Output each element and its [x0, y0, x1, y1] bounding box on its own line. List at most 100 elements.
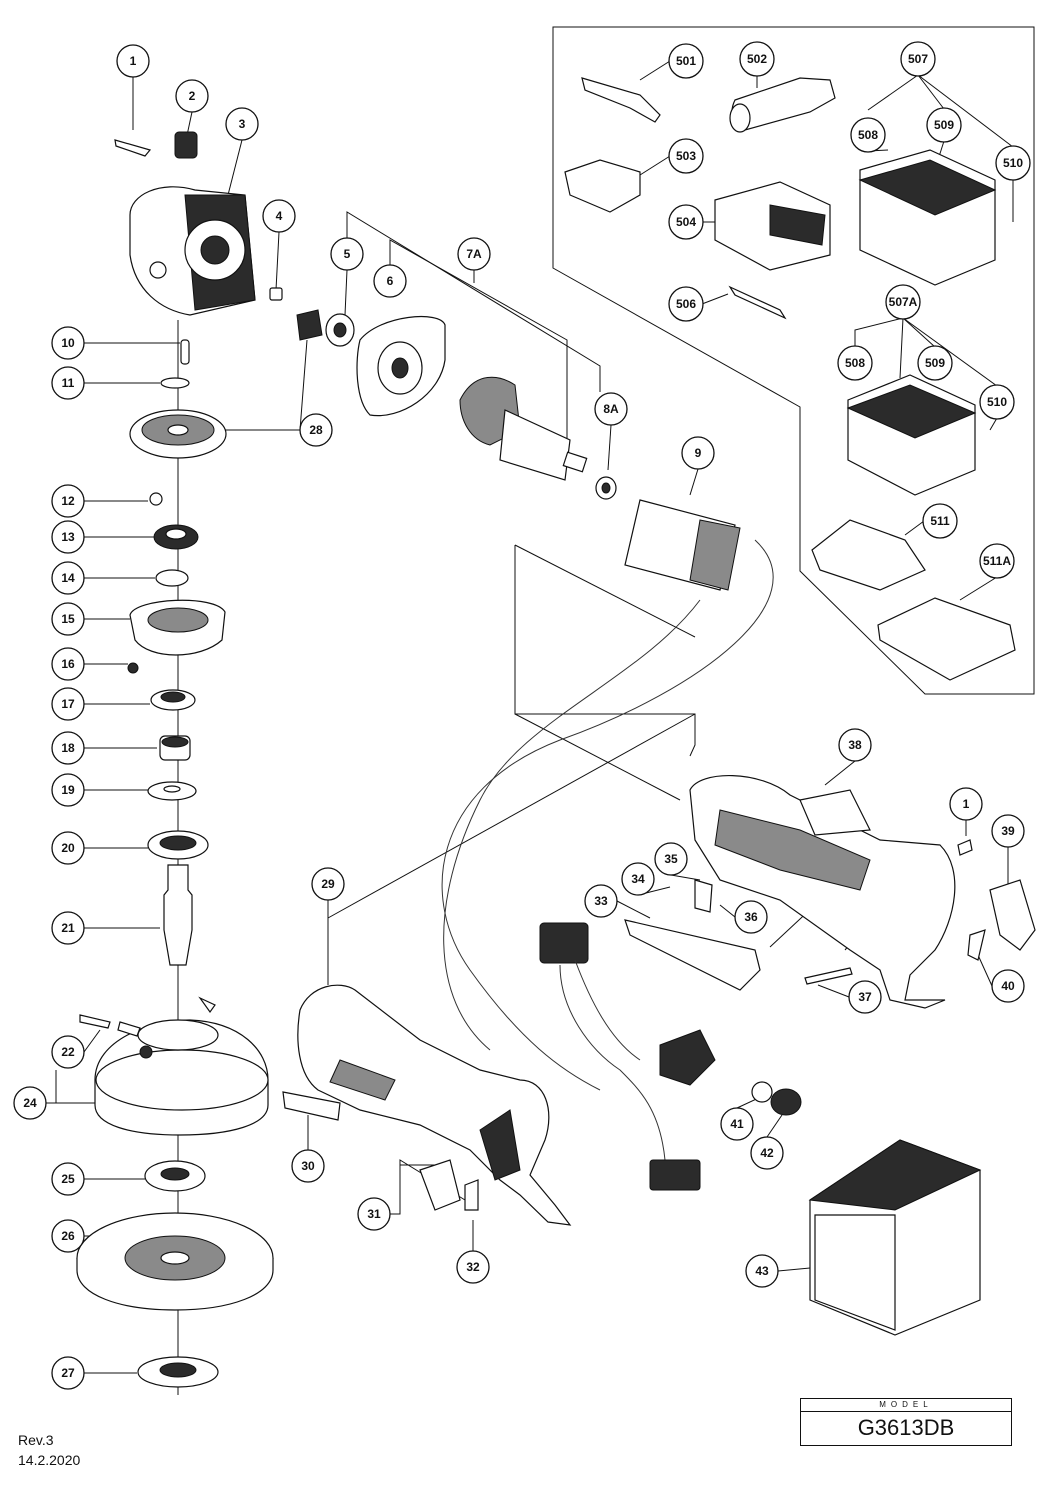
callout-label: 504 — [676, 215, 696, 229]
callout-510: 510 — [979, 384, 1015, 420]
callout-16: 16 — [51, 647, 85, 681]
wire-curves — [441, 539, 774, 1091]
callout-39: 39 — [991, 814, 1025, 848]
callout-label: 12 — [61, 494, 75, 508]
callout-18: 18 — [51, 731, 85, 765]
grinding-wheel — [76, 1160, 274, 1388]
callout-30: 30 — [291, 1149, 325, 1183]
model-title-block: MODEL G3613DB — [800, 1398, 1012, 1446]
callout-5: 5 — [330, 237, 364, 271]
callout-label: 8A — [603, 402, 619, 416]
callout-3: 3 — [225, 107, 259, 141]
callout-1: 1 — [949, 787, 983, 821]
callout-label: 32 — [466, 1260, 480, 1274]
callout-511: 511 — [922, 503, 958, 539]
callout-508: 508 — [837, 345, 873, 381]
callout-41: 41 — [720, 1107, 754, 1141]
callout-511a: 511A — [979, 543, 1015, 579]
callout-label: 506 — [676, 297, 696, 311]
callout-label: 2 — [189, 89, 196, 103]
model-number: G3613DB — [857, 1415, 955, 1440]
callout-label: 1 — [963, 797, 970, 811]
callout-12: 12 — [51, 484, 85, 518]
callout-label: 43 — [755, 1264, 769, 1278]
callout-label: 31 — [367, 1207, 381, 1221]
callout-label: 501 — [676, 54, 696, 68]
callout-7a: 7A — [457, 237, 491, 271]
housing-half-left — [282, 984, 572, 1226]
revision-date: 14.2.2020 — [18, 1452, 81, 1468]
callout-21: 21 — [51, 911, 85, 945]
callout-label: 15 — [61, 612, 75, 626]
callout-504: 504 — [668, 204, 704, 240]
callout-label: 1 — [130, 54, 137, 68]
callout-6: 6 — [373, 264, 407, 298]
callout-17: 17 — [51, 687, 85, 721]
callout-label: 9 — [695, 446, 702, 460]
callout-19: 19 — [51, 773, 85, 807]
callout-label: 40 — [1001, 979, 1015, 993]
callout-label: 30 — [301, 1159, 315, 1173]
callout-35: 35 — [654, 842, 688, 876]
housing-half-right — [689, 775, 956, 1009]
revision-label: Rev.3 — [18, 1432, 54, 1448]
wheel-guard — [79, 996, 269, 1136]
callout-label: 19 — [61, 783, 75, 797]
callout-label: 36 — [744, 910, 758, 924]
callout-label: 26 — [61, 1229, 75, 1243]
callout-label: 508 — [845, 356, 865, 370]
callout-36: 36 — [734, 900, 768, 934]
callout-32: 32 — [456, 1250, 490, 1284]
callout-label: 27 — [61, 1366, 75, 1380]
callout-label: 24 — [23, 1096, 37, 1110]
callout-label: 5 — [344, 247, 351, 261]
callout-29: 29 — [311, 867, 345, 901]
callout-label: 42 — [760, 1146, 774, 1160]
callout-label: 28 — [309, 423, 323, 437]
callout-507a: 507A — [885, 284, 921, 320]
callout-31: 31 — [357, 1197, 391, 1231]
callout-38: 38 — [838, 728, 872, 762]
accessories — [564, 77, 1016, 681]
callout-33: 33 — [584, 884, 618, 918]
callout-label: 511 — [930, 514, 950, 528]
callout-label: 33 — [594, 894, 608, 908]
callout-label: 7A — [466, 247, 482, 261]
switch-harness — [419, 839, 1036, 1211]
callout-label: 39 — [1001, 824, 1015, 838]
callout-label: 13 — [61, 530, 75, 544]
battery-pack — [808, 1139, 982, 1336]
callout-26: 26 — [51, 1219, 85, 1253]
callout-label: 510 — [987, 395, 1007, 409]
callout-506: 506 — [668, 286, 704, 322]
model-caption: MODEL — [801, 1399, 1011, 1412]
callout-label: 14 — [61, 571, 75, 585]
callout-8a: 8A — [594, 392, 628, 426]
callout-label: 10 — [61, 336, 75, 350]
callout-label: 37 — [858, 990, 872, 1004]
callout-43: 43 — [745, 1254, 779, 1288]
gear-head-assembly — [114, 131, 323, 966]
callout-label: 507A — [889, 295, 918, 309]
callout-label: 21 — [61, 921, 75, 935]
callout-label: 3 — [239, 117, 246, 131]
callout-label: 511A — [983, 554, 1011, 568]
callout-27: 27 — [51, 1356, 85, 1390]
callout-label: 29 — [321, 877, 335, 891]
callout-507: 507 — [900, 41, 936, 77]
callout-label: 20 — [61, 841, 75, 855]
callout-20: 20 — [51, 831, 85, 865]
callout-24: 24 — [13, 1086, 47, 1120]
callout-14: 14 — [51, 561, 85, 595]
callout-label: 510 — [1003, 156, 1023, 170]
callout-label: 509 — [934, 118, 954, 132]
callout-28: 28 — [299, 413, 333, 447]
callout-label: 16 — [61, 657, 75, 671]
callout-503: 503 — [668, 138, 704, 174]
callout-13: 13 — [51, 520, 85, 554]
callout-label: 508 — [858, 128, 878, 142]
callout-4: 4 — [262, 199, 296, 233]
callout-label: 6 — [387, 274, 394, 288]
callout-label: 25 — [61, 1172, 75, 1186]
